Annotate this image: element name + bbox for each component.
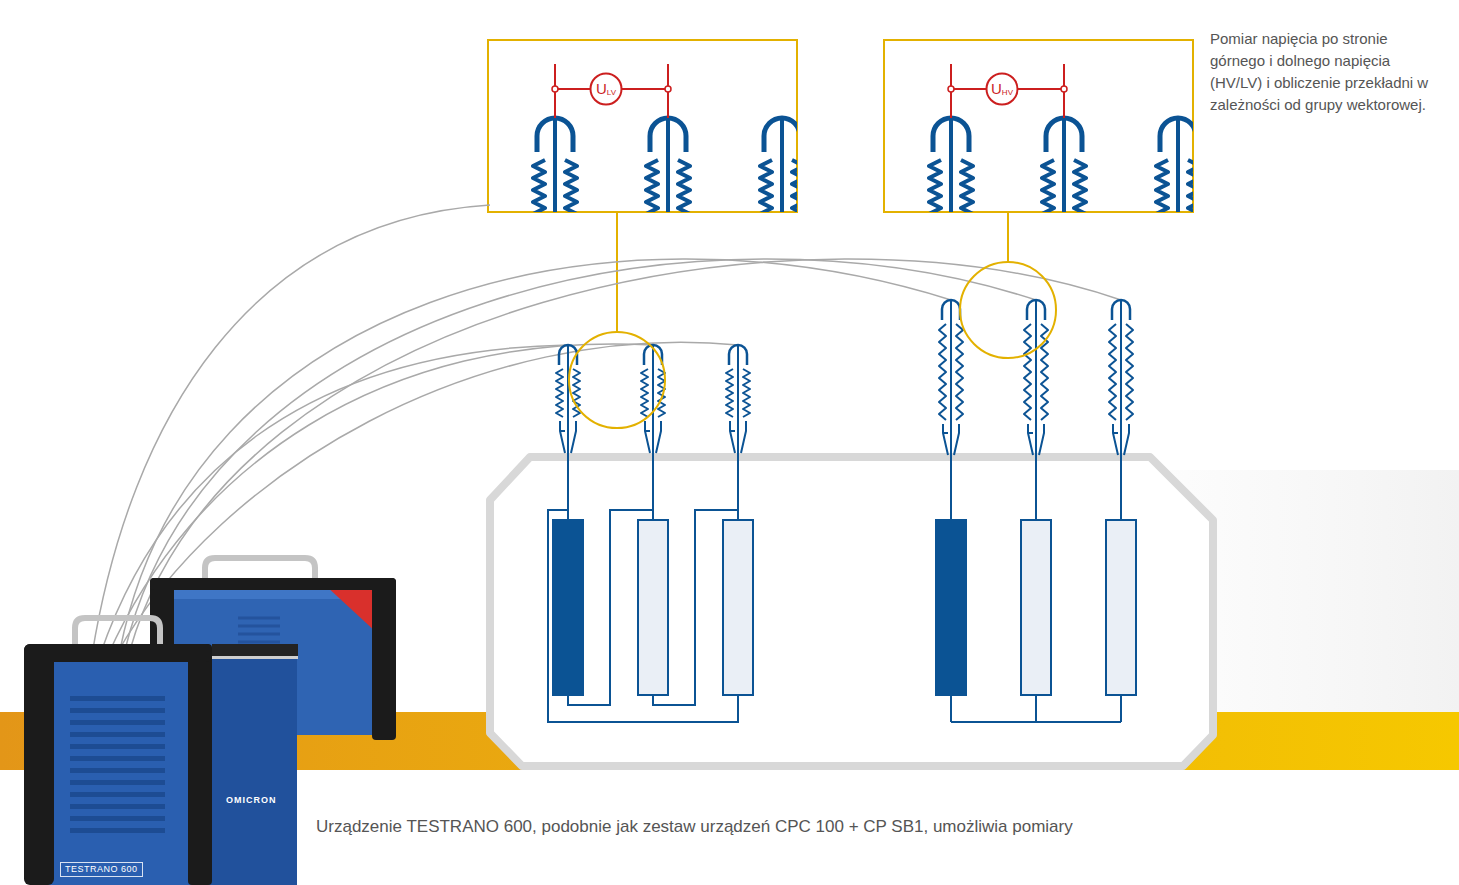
- meter-subscript: HV: [1002, 89, 1013, 97]
- test-device-front: [24, 618, 298, 885]
- voltmeter-circle: UHV: [985, 72, 1019, 106]
- voltmeter-circle: ULV: [589, 72, 623, 106]
- transformer-tank: [490, 457, 1213, 766]
- caption-text: Urządzenie TESTRANO 600, podobnie jak ze…: [316, 816, 1436, 838]
- zoom-box-lv: [488, 40, 804, 238]
- zoom-box-hv: [884, 40, 1200, 238]
- meter-text: ULV: [589, 72, 623, 106]
- windings: [553, 520, 1136, 695]
- winding-wiring: [548, 453, 1121, 722]
- lv-bushings: [556, 344, 750, 453]
- hv-bushings: [939, 299, 1133, 455]
- device-label: TESTRANO 600: [60, 862, 143, 877]
- brand-label: OMICRON: [226, 795, 277, 806]
- zoom-circle: [960, 262, 1056, 358]
- zoom-circle: [569, 332, 665, 428]
- meter-symbol: U: [596, 81, 607, 96]
- meter-symbol: U: [991, 81, 1002, 96]
- meter-text: UHV: [985, 72, 1019, 106]
- note-text: Pomiar napięcia po stronie górnego i dol…: [1210, 28, 1435, 116]
- meter-subscript: LV: [607, 89, 616, 97]
